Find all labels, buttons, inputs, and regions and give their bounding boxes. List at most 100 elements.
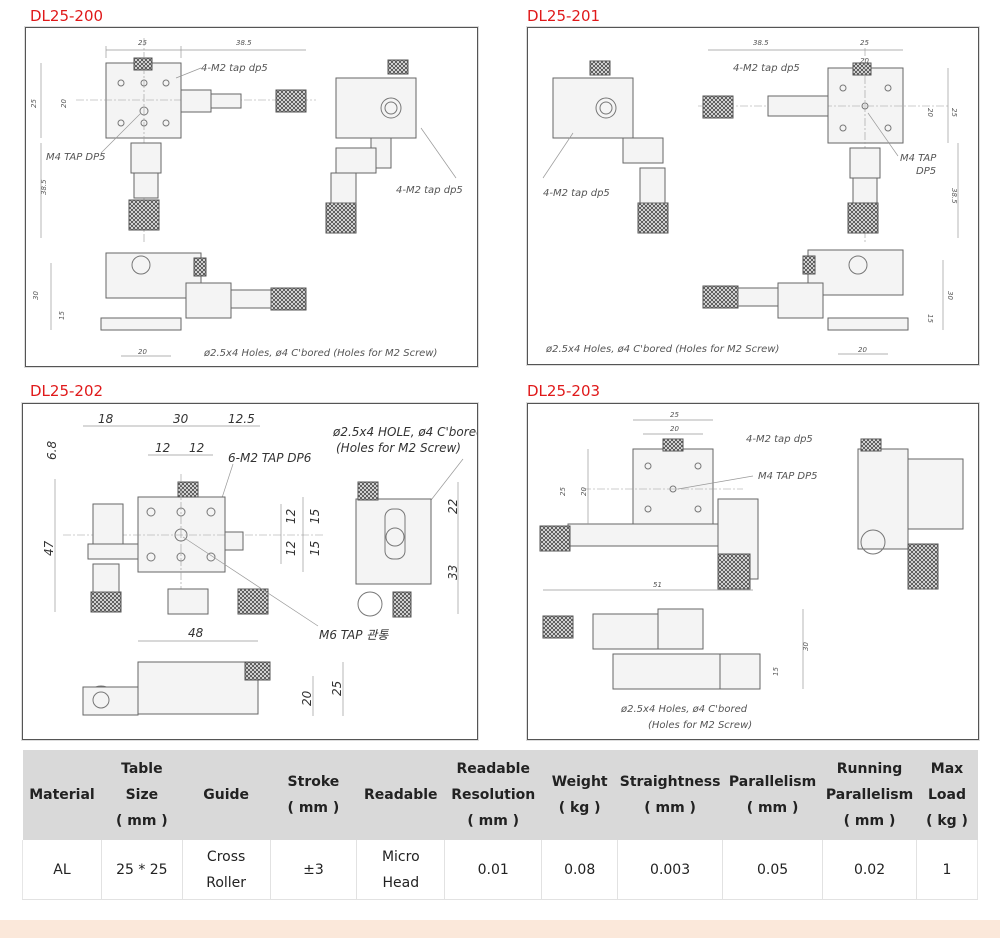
table-cell: 0.02 <box>822 840 917 900</box>
annotation-m4-dp: DP5 <box>916 166 936 177</box>
dim-label: 20 <box>300 690 314 706</box>
table-cell-text: Micro <box>381 848 420 865</box>
footer-band <box>0 920 1000 938</box>
table-cell-text: 0.01 <box>477 861 509 878</box>
annotation-m6-tap: M6 TAP 관통 <box>319 628 389 642</box>
dim-label: 12 <box>189 441 204 455</box>
dim-label: 15 <box>926 314 934 323</box>
column-header: Material <box>22 750 102 840</box>
column-header-text: Readable <box>364 787 438 803</box>
table-cell-text: Cross <box>206 848 246 865</box>
dim-label: 25 <box>860 39 869 47</box>
dim-label: 20 <box>860 57 869 65</box>
column-header-text: ( mm ) <box>467 813 520 829</box>
dim-label: 12 <box>155 441 170 455</box>
table-cell-text: 0.02 <box>853 861 886 878</box>
table-cell-text: Roller <box>206 874 247 891</box>
column-header: Stroke ( mm ) <box>270 750 357 840</box>
dim-label: 25 <box>30 99 38 108</box>
column-header-text: Load <box>928 787 967 803</box>
annotation-holes: ø2.5x4 Holes, ø4 C'bored <box>620 704 748 715</box>
column-header-text: Readable <box>456 761 530 777</box>
column-header-text: Resolution <box>451 787 536 803</box>
dim-label: 30 <box>173 412 189 426</box>
annotation-tap-2: 4-M2 tap dp5 <box>543 188 610 199</box>
table-cell-text: Head <box>382 874 420 891</box>
drawing-dl25-202: 18 30 12.5 12 12 6.8 6-M2 TAP DP6 47 12 … <box>22 403 478 740</box>
column-header-text: Guide <box>203 787 250 803</box>
dim-label: 12 <box>284 541 298 556</box>
dim-label: 33 <box>446 565 460 580</box>
dim-label: 20 <box>60 99 68 108</box>
column-header-text: Weight <box>551 774 608 790</box>
dim-label: 20 <box>926 108 934 117</box>
annotation-m4-tap: M4 TAP <box>900 153 937 164</box>
dim-label: 48 <box>188 626 204 640</box>
annotation-tap: 4-M2 tap dp5 <box>201 63 268 74</box>
dim-label: 15 <box>308 541 322 556</box>
model-title-dl25-201: DL25-201 <box>527 7 601 25</box>
table-cell-text: ±3 <box>303 861 324 878</box>
drawing-dl25-200: 25 38.5 4-M2 tap dp5 M4 TAP DP5 25 20 38… <box>25 27 478 367</box>
annotation-holes: ø2.5x4 Holes, ø4 C'bored (Holes for M2 S… <box>545 344 779 355</box>
column-header-text: Table <box>121 761 163 777</box>
dim-label: 25 <box>670 411 679 419</box>
table-cell-text: 0.003 <box>650 861 691 878</box>
dim-label: 12 <box>284 509 298 524</box>
model-title-dl25-202: DL25-202 <box>30 382 104 400</box>
table-cell: ±3 <box>269 840 357 900</box>
dim-label: 15 <box>772 667 780 676</box>
dim-label: 15 <box>308 509 322 524</box>
table-cell-text: 0.05 <box>756 861 789 878</box>
drawing-dl25-203: 25 20 4-M2 tap dp5 M4 TAP DP5 25 20 51 3… <box>527 403 979 740</box>
table-cell-text: 1 <box>942 861 952 878</box>
dim-label: 20 <box>858 346 867 354</box>
annotation-holes: ø2.5x4 Holes, ø4 C'bored (Holes for M2 S… <box>203 348 437 359</box>
column-header-text: ( mm ) <box>843 813 896 829</box>
table-cell: 1 <box>916 840 978 900</box>
column-header-text: Size <box>125 787 159 803</box>
annotation-tap: 4-M2 tap dp5 <box>746 434 813 445</box>
dim-label: 20 <box>580 487 588 496</box>
column-header-text: Parallelism <box>728 774 817 790</box>
column-header: Guide <box>182 750 271 840</box>
column-header-text: Parallelism <box>825 787 914 803</box>
column-header-text: ( mm ) <box>287 800 340 816</box>
column-header-text: Stroke <box>287 774 340 790</box>
dim-label: 38.5 <box>236 39 252 47</box>
annotation-m4-tap: M4 TAP DP5 <box>46 152 106 163</box>
column-header-text: Max <box>930 761 964 777</box>
model-title-dl25-203: DL25-203 <box>527 382 601 400</box>
dim-label: 25 <box>330 681 344 696</box>
dim-label: 18 <box>98 412 114 426</box>
model-title-dl25-200: DL25-200 <box>30 7 104 25</box>
table-cell: 0.01 <box>444 840 542 900</box>
table-cell-text: 25 * 25 <box>116 861 168 878</box>
table-cell: 25 * 25 <box>100 840 183 900</box>
table-cell: 0.05 <box>722 840 823 900</box>
table-cell: 0.08 <box>541 840 618 900</box>
dim-label: 47 <box>42 540 56 556</box>
column-header-text: Straightness <box>619 774 721 790</box>
annotation-tap: 6-M2 TAP DP6 <box>228 451 312 465</box>
annotation-tap-2: 4-M2 tap dp5 <box>396 185 463 196</box>
table-cell: AL <box>22 840 102 900</box>
column-header-text: Material <box>29 787 95 803</box>
dim-label: 20 <box>670 425 679 433</box>
drawing-dl25-201: 38.5 25 20 4-M2 tap dp5 M4 TAP DP5 20 25… <box>527 27 979 365</box>
column-header: Parallelism( mm ) <box>722 750 823 840</box>
dim-label: 30 <box>802 642 810 651</box>
dim-label: 30 <box>32 291 40 300</box>
annotation-holes-screw: (Holes for M2 Screw) <box>648 720 752 731</box>
annotation-m4-tap: M4 TAP DP5 <box>758 471 818 482</box>
dim-label: 25 <box>138 39 147 47</box>
dim-label: 51 <box>653 581 662 589</box>
table-cell-text: 0.08 <box>564 861 596 878</box>
